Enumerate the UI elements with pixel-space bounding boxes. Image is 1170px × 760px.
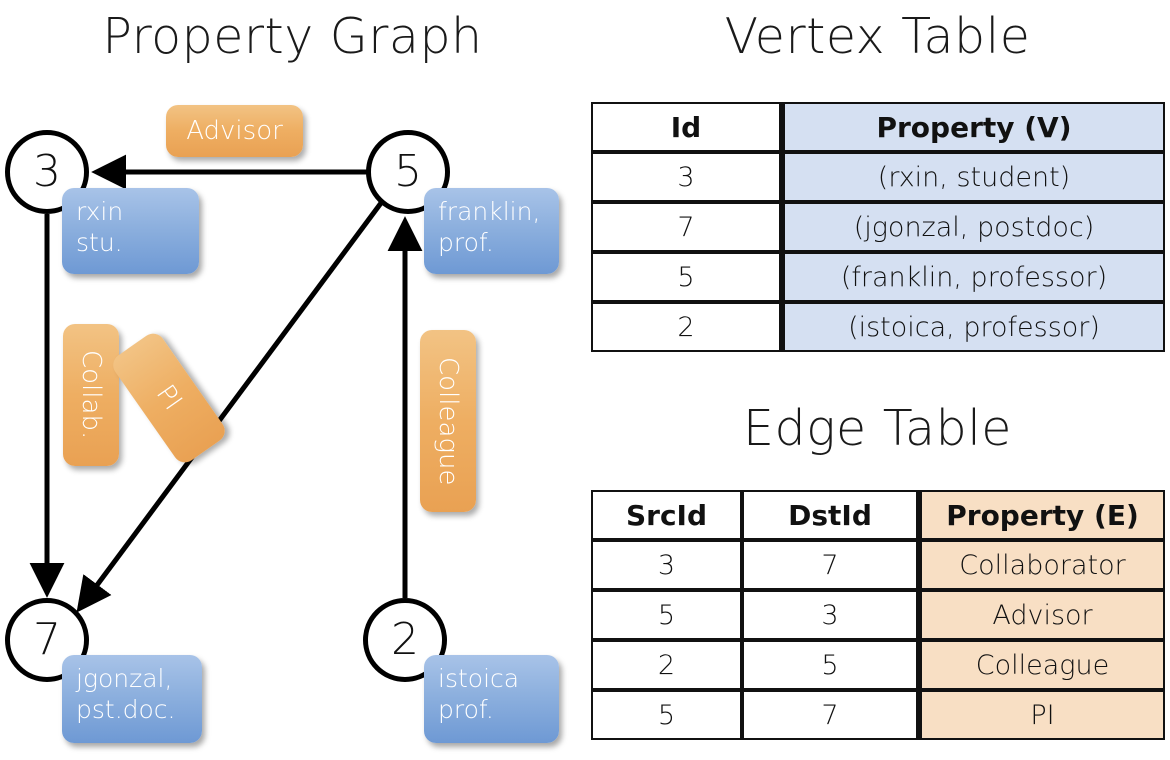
edge-header-dstid: DstId <box>742 490 918 540</box>
edge-table-title: Edge Table <box>743 400 1012 457</box>
edge-header-srcid: SrcId <box>591 490 742 540</box>
vertex-header-id: Id <box>591 102 781 152</box>
edge-cell-srcid: 2 <box>591 640 742 690</box>
vertex-cell-id: 3 <box>591 152 781 202</box>
edge-cell-property: PI <box>918 690 1165 740</box>
vertex-header-property: Property (V) <box>781 102 1165 152</box>
edge-cell-srcid: 5 <box>591 690 742 740</box>
vertex-cell-property: (rxin, student) <box>781 152 1165 202</box>
node-property-5-line1: franklin, <box>438 197 541 226</box>
edge-cell-property: Collaborator <box>918 540 1165 590</box>
edge-label-advisor-text: Advisor <box>186 116 283 146</box>
edge-label-colleague: Colleague <box>420 330 476 512</box>
table-row: 5 (franklin, professor) <box>591 252 1165 302</box>
vertex-table-header-row: Id Property (V) <box>591 102 1165 152</box>
node-property-7-line1: jgonzal, <box>76 664 173 693</box>
property-graph-panel: Property Graph Advisor Collab. PI Collea… <box>5 8 559 743</box>
vertex-cell-id: 5 <box>591 252 781 302</box>
table-row: 3 7 Collaborator <box>591 540 1165 590</box>
node-circle-2[interactable]: 2 <box>363 598 447 682</box>
node-property-box-2: istoica prof. <box>424 655 559 743</box>
vertex-cell-id: 7 <box>591 202 781 252</box>
vertex-table: Id Property (V) 3 (rxin, student) 7 (jgo… <box>591 102 1165 352</box>
graph-edges-svg <box>29 154 423 613</box>
node-circle-2-label: 2 <box>391 614 419 665</box>
edge-cell-dstid: 3 <box>742 590 918 640</box>
edge-table: SrcId DstId Property (E) 3 7 Collaborato… <box>591 490 1165 740</box>
edge-label-colleague-text: Colleague <box>433 356 463 486</box>
node-property-box-7: jgonzal, pst.doc. <box>62 655 202 743</box>
edge-cell-property: Advisor <box>918 590 1165 640</box>
node-property-3-line1: rxin <box>76 197 124 226</box>
graph-title: Property Graph <box>102 8 483 65</box>
edge-header-property: Property (E) <box>918 490 1165 540</box>
table-row: 7 (jgonzal, postdoc) <box>591 202 1165 252</box>
edge-cell-srcid: 3 <box>591 540 742 590</box>
table-row: 2 (istoica, professor) <box>591 302 1165 352</box>
edge-cell-dstid: 7 <box>742 540 918 590</box>
edge-cell-dstid: 7 <box>742 690 918 740</box>
node-property-5-line2: prof. <box>438 227 494 257</box>
node-property-2-line2: prof. <box>438 694 494 724</box>
vertex-cell-property: (franklin, professor) <box>781 252 1165 302</box>
edge-5-to-7 <box>76 201 384 613</box>
edge-cell-dstid: 5 <box>742 640 918 690</box>
node-circle-3-label: 3 <box>33 146 61 197</box>
table-row: 3 (rxin, student) <box>591 152 1165 202</box>
table-row: 2 5 Colleague <box>591 640 1165 690</box>
edge-cell-srcid: 5 <box>591 590 742 640</box>
node-property-box-3: rxin stu. <box>62 188 199 274</box>
vertex-cell-id: 2 <box>591 302 781 352</box>
node-property-3-line2: stu. <box>76 227 123 257</box>
node-circle-5[interactable]: 5 <box>366 130 450 214</box>
edge-cell-property: Colleague <box>918 640 1165 690</box>
vertex-cell-property: (jgonzal, postdoc) <box>781 202 1165 252</box>
edge-label-collab: Collab. <box>63 324 119 466</box>
edge-label-pi-text: PI <box>150 379 188 417</box>
node-property-2-line1: istoica <box>438 664 520 693</box>
node-circle-5-label: 5 <box>394 146 422 197</box>
table-row: 5 3 Advisor <box>591 590 1165 640</box>
edge-label-collab-text: Collab. <box>76 350 106 440</box>
edge-table-header-row: SrcId DstId Property (E) <box>591 490 1165 540</box>
vertex-table-title: Vertex Table <box>724 8 1031 65</box>
table-row: 5 7 PI <box>591 690 1165 740</box>
node-property-7-line2: pst.doc. <box>76 694 176 724</box>
node-circle-7-label: 7 <box>33 614 61 665</box>
node-property-box-5: franklin, prof. <box>424 188 559 274</box>
edge-label-advisor: Advisor <box>166 105 303 157</box>
vertex-cell-property: (istoica, professor) <box>781 302 1165 352</box>
